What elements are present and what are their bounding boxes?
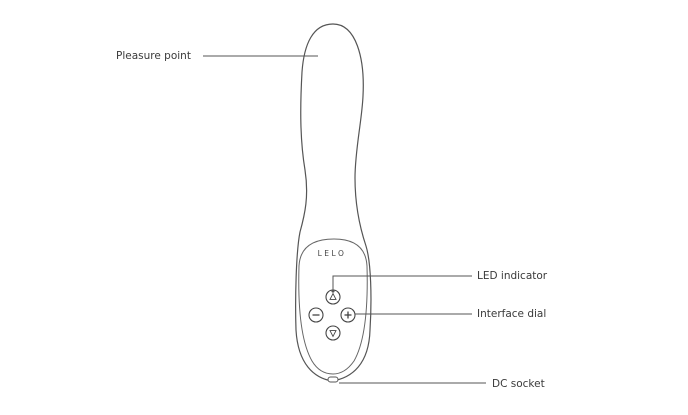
button-left[interactable] [308, 307, 324, 323]
callout-led-indicator: LED indicator [477, 270, 548, 282]
led-anchor-dot [331, 289, 335, 293]
button-right[interactable] [340, 307, 356, 323]
leader-line-led-indicator [332, 275, 472, 291]
dc-socket [327, 376, 339, 383]
triangle-up-icon [329, 292, 337, 300]
callout-dc-socket: DC socket [492, 378, 545, 390]
brand-logo: LELO [317, 249, 347, 258]
callout-pleasure-point: Pleasure point [116, 50, 191, 62]
control-panel-outline [298, 238, 368, 375]
plus-icon [344, 311, 352, 319]
button-down[interactable] [325, 325, 341, 341]
triangle-down-icon [329, 330, 337, 338]
button-up[interactable] [325, 289, 341, 305]
callout-interface-dial: Interface dial [477, 308, 547, 320]
